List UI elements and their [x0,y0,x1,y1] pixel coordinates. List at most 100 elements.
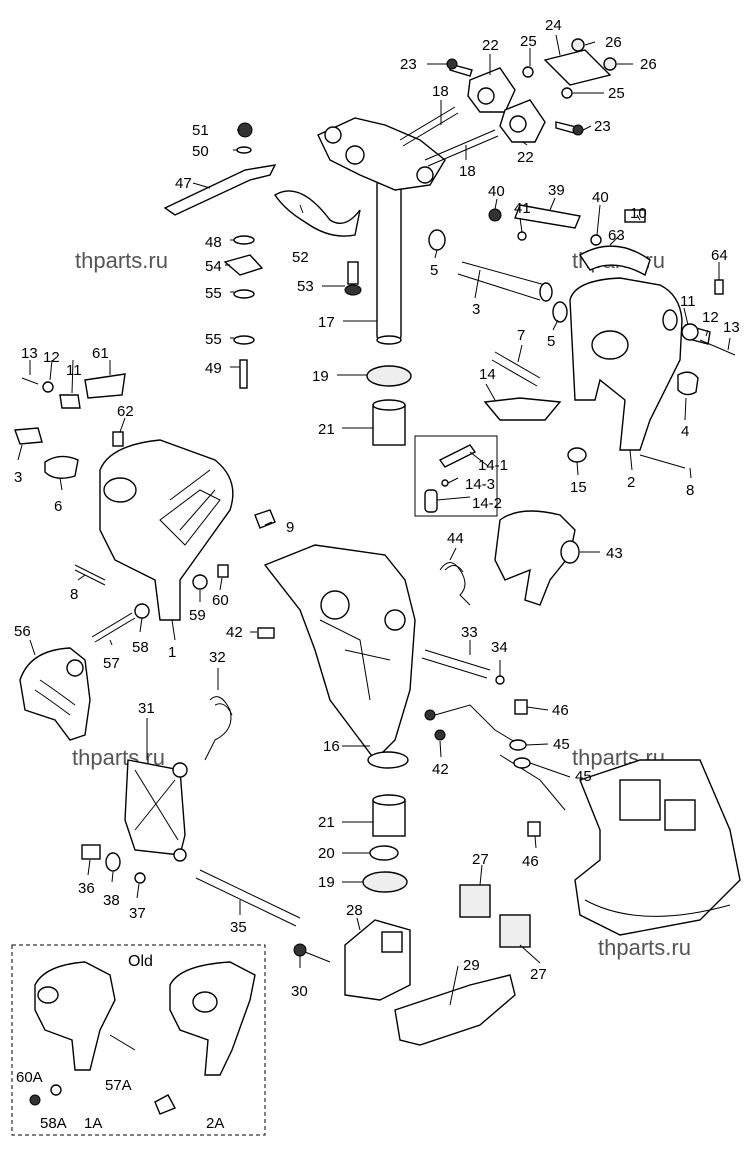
part-label: 11 [66,362,82,379]
part-label: 25 [608,85,625,102]
part-label: 25 [520,33,537,50]
old-box-label: Old [128,953,153,970]
part-43 [494,510,576,606]
old-parts-box [11,944,266,1136]
part-label: 12 [702,309,719,326]
part-label: 19 [318,874,335,891]
clamp-bracket-right [488,204,736,451]
part-label: 26 [640,56,657,73]
part-label: 53 [297,278,314,295]
part-label: 56 [14,623,31,640]
part-14 [483,397,562,421]
part-label: 46 [522,853,539,870]
part-label: 16 [323,738,340,755]
part-label: 34 [491,639,508,656]
steering-shaft-assembly [317,38,617,345]
part-label: 1 [168,644,176,661]
part-label: 21 [318,814,335,831]
bushing-21 [372,404,406,446]
old-clamp-1A [34,961,136,1071]
part-label: 1A [84,1115,102,1132]
lower-unit-outline [574,759,741,936]
part-label: 14-1 [478,457,508,474]
part-label: 6 [54,498,62,515]
part-label: 21 [318,421,335,438]
part-label: 30 [291,983,308,1000]
part-label: 41 [514,200,531,217]
part-56-handle [19,647,91,741]
part-label: 26 [605,34,622,51]
part-label: 40 [488,183,505,200]
part-label: 64 [711,247,728,264]
part-label: 11 [680,293,696,310]
part-label: 13 [723,319,740,336]
part-label: 46 [552,702,569,719]
part-label: 60A [16,1069,43,1086]
part-label: 63 [608,227,625,244]
part-label: 19 [312,368,329,385]
part-label: 14 [479,366,496,383]
part-label: 22 [517,149,534,166]
part-27 [459,884,491,918]
part-label: 44 [447,530,464,547]
part-label: 45 [553,736,570,753]
part-label: 7 [517,327,525,344]
part-label: 58A [40,1115,67,1132]
part-label: 9 [286,519,294,536]
part-label: 50 [192,143,209,160]
part-31-bracket [124,759,188,862]
part-label: 61 [92,345,109,362]
part-label: 57A [105,1077,132,1094]
part-label: 18 [459,163,476,180]
part-label: 8 [686,482,694,499]
part-label: 15 [570,479,587,496]
part-label: 43 [606,545,623,562]
part-label: 40 [592,189,609,206]
part-label: 29 [463,957,480,974]
part-label: 3 [472,301,480,318]
part-label: 8 [70,586,78,603]
part-label: 5 [430,262,438,279]
ring-19 [366,365,412,387]
part-number-labels: 24 22 25 26 23 26 18 25 51 23 50 22 18 4… [14,17,740,1132]
part-label: 28 [346,902,363,919]
part-label: 31 [138,700,155,717]
part-label: 48 [205,234,222,251]
part-label: 27 [530,966,547,983]
part-label: 17 [318,314,335,331]
part-label: 49 [205,360,222,377]
part-label: 10 [630,205,647,222]
part-label: 12 [43,349,60,366]
part-label: 18 [432,83,449,100]
part-label: 3 [14,469,22,486]
swivel-bracket [257,544,416,769]
part-label: 4 [681,423,689,440]
part-label: 59 [189,607,206,624]
part-label: 32 [209,649,226,666]
part-label: 2 [627,474,635,491]
steering-arm-stack [163,122,362,389]
part-label: 2A [206,1115,224,1132]
part-label: 54 [205,258,222,275]
part-label: 55 [205,285,222,302]
part-label: 60 [212,592,229,609]
leader-lines [17,34,731,1006]
part-label: 33 [461,624,478,641]
part-label: 52 [292,249,309,266]
part-label: 42 [432,761,449,778]
watermark: thparts.ru [598,935,691,960]
part-label: 23 [594,118,611,135]
part-label: 14-2 [472,495,502,512]
part-label: 55 [205,331,222,348]
part-label: 57 [103,655,120,672]
part-label: 24 [545,17,562,34]
part-label: 45 [575,768,592,785]
part-label: 58 [132,639,149,656]
part-label: 27 [472,851,489,868]
part-label: 22 [482,37,499,54]
watermark: thparts.ru [75,248,168,273]
part-label: 23 [400,56,417,73]
part-label: 42 [226,624,243,641]
part-label: 35 [230,919,247,936]
